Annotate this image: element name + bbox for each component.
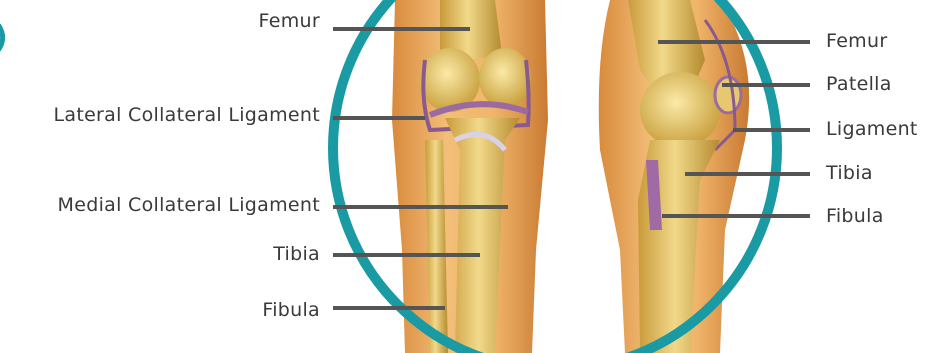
label-front-fibula: Fibula: [262, 299, 320, 321]
label-front-femur: Femur: [259, 10, 320, 32]
label-side-fibula: Fibula: [826, 205, 884, 227]
front-view-knee: [392, 0, 548, 353]
side-view-knee: [599, 0, 749, 353]
label-front-tibia: Tibia: [273, 243, 320, 265]
label-side-patella: Patella: [826, 73, 892, 95]
label-side-ligament: Ligament: [826, 118, 918, 140]
label-front-lateral-collateral-ligament: Lateral Collateral Ligament: [53, 104, 320, 126]
label-side-femur: Femur: [826, 30, 887, 52]
label-front-medial-collateral-ligament: Medial Collateral Ligament: [58, 194, 320, 216]
label-side-tibia: Tibia: [826, 162, 873, 184]
